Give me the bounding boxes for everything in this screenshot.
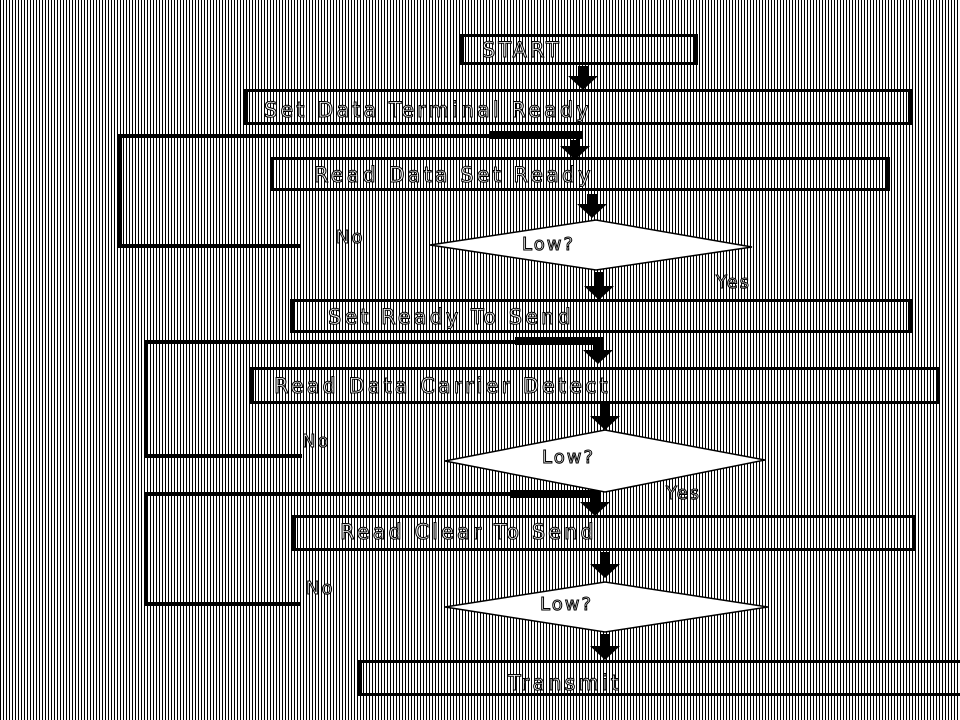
connector-bar xyxy=(515,337,603,345)
arrow-down-icon xyxy=(590,634,620,660)
arrow-down-icon xyxy=(584,272,614,300)
decision-diamond xyxy=(444,581,769,633)
read-dsr-label: Read Data Set Ready xyxy=(314,163,594,188)
transmit-label: Transmit xyxy=(507,671,623,696)
arrow-down-icon xyxy=(560,140,590,160)
connector-bar xyxy=(490,131,582,139)
flow-arrows xyxy=(560,66,620,660)
read-dcd-box: Read Data Carrier Detect xyxy=(250,367,940,404)
read-cts-label: Read Clear To Send xyxy=(340,520,597,545)
decision-1-yes-label: Yes xyxy=(715,272,752,294)
read-dsr-box: Read Data Set Ready xyxy=(270,157,890,191)
decision-diamonds xyxy=(429,219,769,633)
start-box: START xyxy=(460,34,698,65)
read-dcd-label: Read Data Carrier Detect xyxy=(274,374,611,399)
arrow-down-icon xyxy=(583,345,613,364)
decision-diamond xyxy=(444,429,766,493)
decision-3-no-label: No xyxy=(305,578,335,600)
decision-diamond xyxy=(429,219,753,271)
decision-2-no-label: No xyxy=(301,431,331,453)
set-rts-label: Set Ready To Send xyxy=(328,305,574,330)
arrow-down-icon xyxy=(580,494,610,516)
connector-bars xyxy=(490,131,603,498)
decision-2-yes-label: Yes xyxy=(665,483,702,505)
decision-1-question: Low? xyxy=(522,234,575,256)
arrow-down-icon xyxy=(590,404,620,430)
set-rts-box: Set Ready To Send xyxy=(290,299,912,333)
arrow-down-icon xyxy=(590,552,620,578)
arrow-down-icon xyxy=(568,66,598,90)
decision-3-question: Low? xyxy=(540,594,593,616)
decision-2-question: Low? xyxy=(542,447,595,469)
decision-1-no-label: No xyxy=(335,227,365,249)
transmit-box: Transmit xyxy=(358,660,960,696)
start-label: START xyxy=(482,38,562,63)
set-dtr-box: Set Data Terminal Ready xyxy=(244,89,912,125)
arrow-down-icon xyxy=(577,194,607,218)
read-cts-box: Read Clear To Send xyxy=(292,515,916,551)
set-dtr-label: Set Data Terminal Ready xyxy=(264,98,592,123)
connector-bar xyxy=(510,490,600,498)
